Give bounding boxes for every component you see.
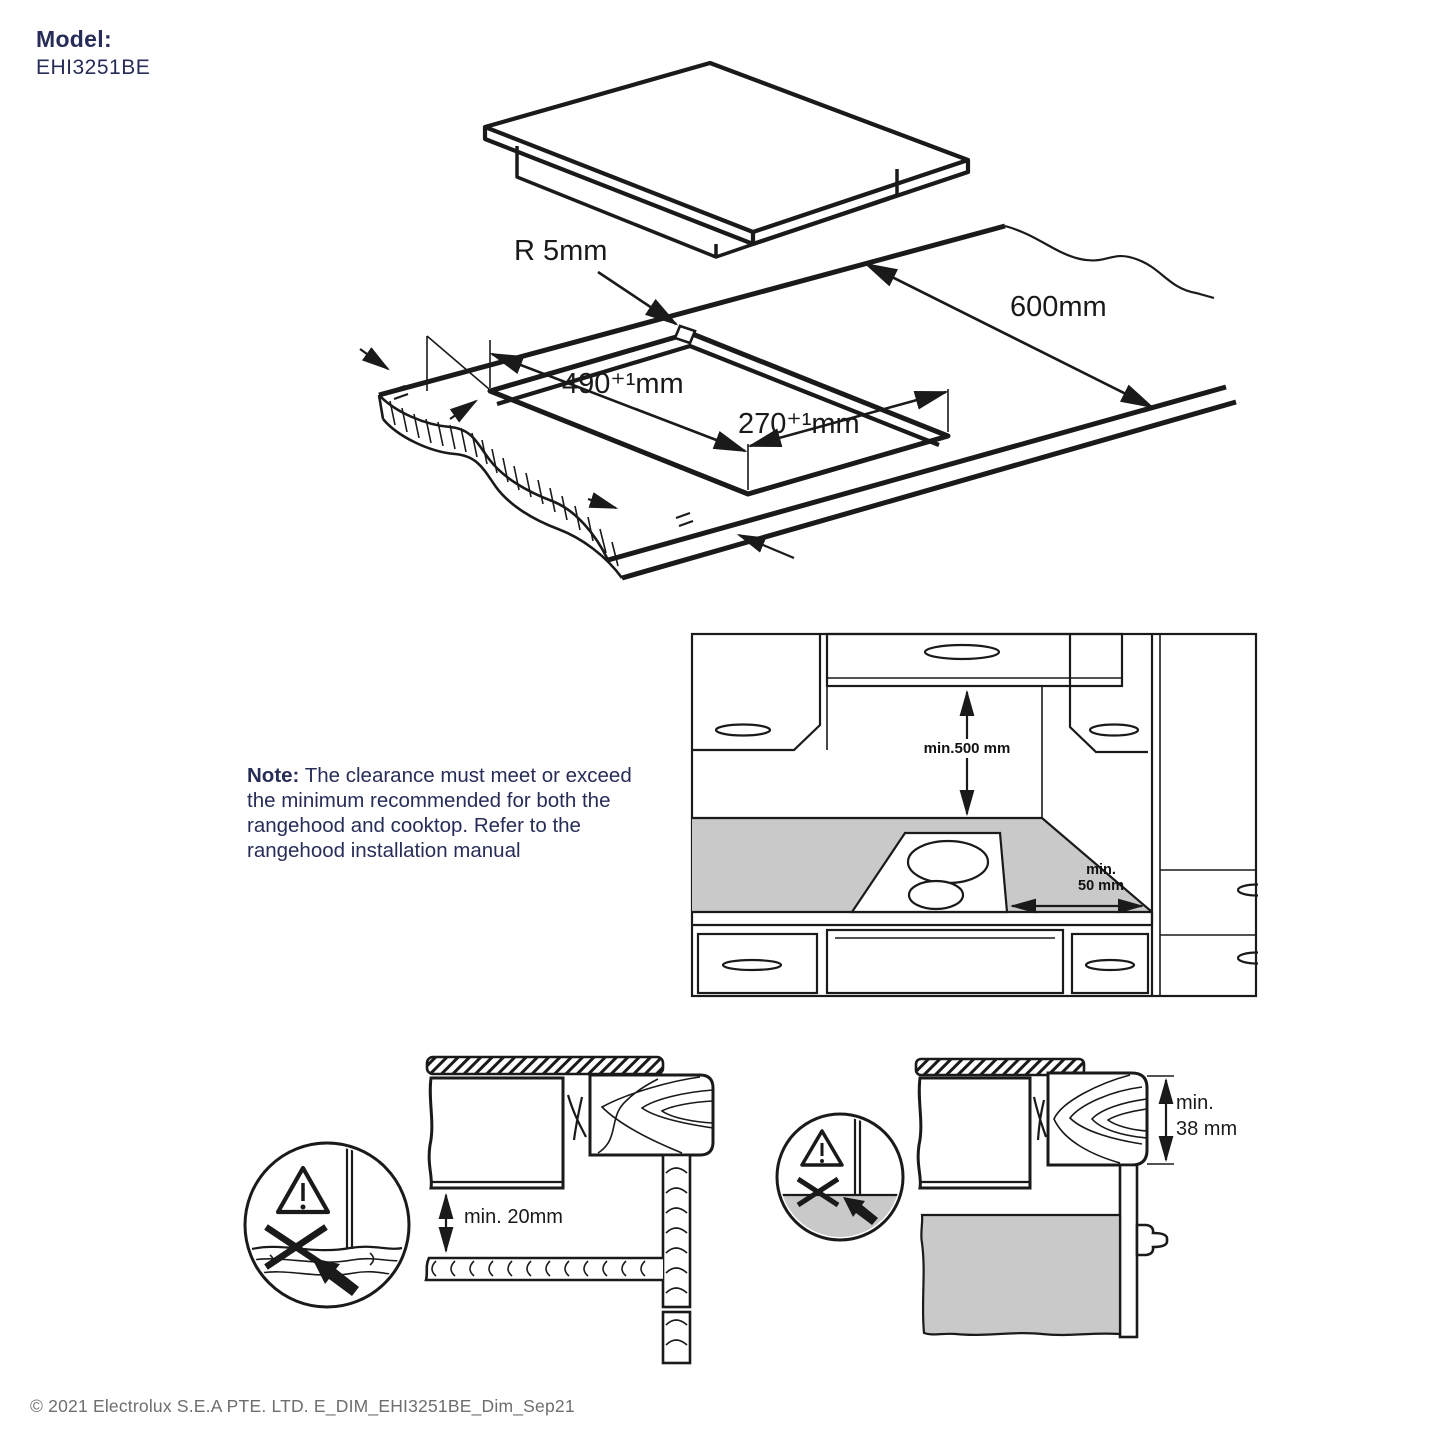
dim-label-r5: R 5mm (514, 235, 608, 267)
drawer-shelf (424, 1256, 663, 1282)
cooktop-body (427, 1076, 565, 1190)
dimension-lines (359, 262, 1155, 560)
pointer-arrow-icon (312, 1258, 359, 1296)
page-title: Model: EHI3251BE (36, 26, 150, 80)
note-label: Note: (247, 764, 300, 787)
model-number: EHI3251BE (36, 56, 151, 79)
cooktop-glass-hatched (425, 1055, 665, 1076)
cutout-isometric-diagram (359, 60, 1237, 581)
kitchen-clearance-diagram (690, 632, 1258, 998)
cooktop-cross-section (424, 1055, 715, 1365)
oven-clearance-label: min. 38 mm (1176, 1092, 1238, 1140)
clearance-note: Note: The clearance must meet or exceed … (247, 763, 635, 863)
note-text: The clearance must meet or exceed the mi… (247, 764, 632, 862)
footer-text: © 2021 Electrolux S.E.A PTE. LTD. E_DIM_… (30, 1396, 575, 1416)
no-contact-warning-badge (243, 1141, 411, 1309)
no-contact-warning-badge (775, 1112, 905, 1242)
cooking-zone-large (906, 839, 990, 885)
cooktop-isometric-drawing (482, 60, 971, 259)
model-label: Model: (36, 26, 112, 52)
worktop-drawing (377, 223, 1237, 581)
dim-label-490: 490⁺¹mm (562, 368, 684, 400)
oven-cross-section (914, 1057, 1174, 1339)
dim-label-600: 600mm (1010, 291, 1107, 323)
upper-cabinet-left (692, 634, 822, 752)
rangehood-cabinet (825, 632, 1124, 688)
hood-clearance-label: min.500 mm (903, 739, 1031, 758)
oven-clearance-detail (775, 1057, 1174, 1339)
cooktop-top-view (849, 831, 1009, 914)
oven-knob (1135, 1223, 1169, 1257)
cooking-zone-small (907, 879, 965, 911)
base-cabinets (696, 634, 1258, 995)
dim-label-270: 270⁺¹mm (738, 408, 860, 440)
built-in-oven (920, 1213, 1122, 1337)
upper-cabinet-right (1068, 634, 1148, 754)
divider-panel (1118, 1163, 1139, 1339)
pointer-arrow-icon (843, 1197, 878, 1225)
drawer-clearance-label: min. 20mm (464, 1206, 563, 1228)
cooktop-body (916, 1076, 1032, 1190)
cooktop-glass-hatched (914, 1057, 1086, 1077)
prohibited-cross-icon (796, 1176, 840, 1208)
shelf-clearance-detail (243, 1055, 715, 1365)
rear-clearance-label: min. 50 mm (1078, 862, 1124, 894)
worktop-wood-block (588, 1073, 715, 1157)
